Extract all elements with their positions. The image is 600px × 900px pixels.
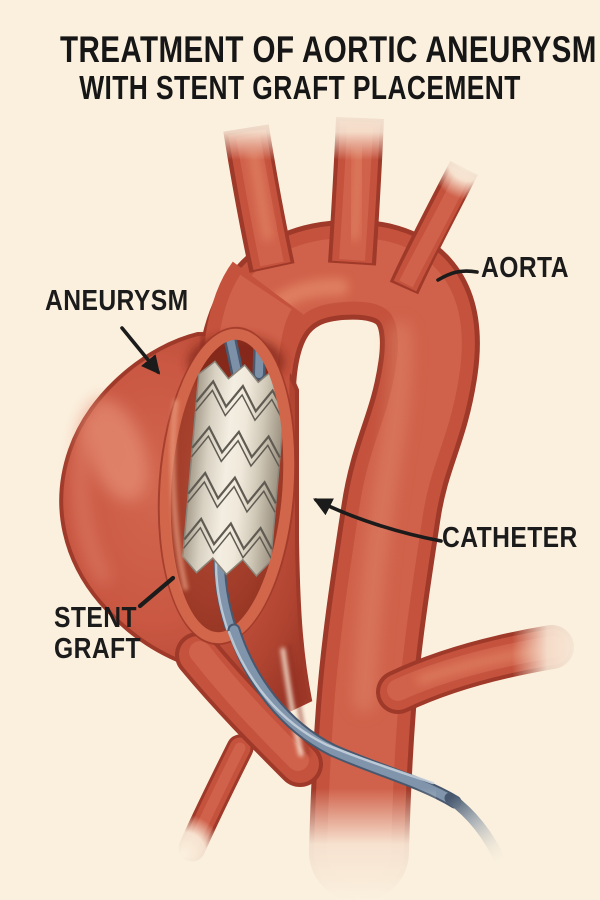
- aneurysm-highlight: [83, 398, 149, 502]
- aorta-label: AORTA: [481, 252, 569, 284]
- title-line-2: WITH STENT GRAFT PLACEMENT: [79, 69, 521, 106]
- catheter-fading-tip: [444, 792, 507, 868]
- window-rim: [159, 328, 295, 644]
- vessel-junction-sliver: [280, 647, 304, 757]
- catheter-label: CATHETER: [442, 522, 578, 554]
- aneurysm-tail: [175, 632, 323, 787]
- aneurysm-window: [157, 326, 297, 646]
- catheter-graphic: [227, 623, 507, 868]
- aortic-arch-and-descending-aorta: [195, 219, 480, 900]
- stent-wire-zigzags: [182, 379, 285, 560]
- vessel-junction-crease: [287, 644, 310, 756]
- title-line-1: TREATMENT OF AORTIC ANEURYSM: [60, 29, 597, 70]
- aneurysm-label: ANEURYSM: [45, 285, 189, 317]
- stent-graft-label: STENT GRAFT: [54, 603, 141, 665]
- vessel-fadeouts: [144, 98, 590, 900]
- stent-graft-label-line1: STENT: [54, 602, 137, 634]
- window-rim-outline: [157, 326, 297, 646]
- stent-graft-label-line2: GRAFT: [54, 633, 142, 665]
- stent-graft-leader-line: [137, 575, 176, 609]
- descending-aorta-highlight: [354, 322, 411, 712]
- catheter-arrow: [312, 498, 443, 543]
- aneurysm-arrow: [120, 326, 161, 375]
- label-leaders: [120, 269, 479, 609]
- stent-graft-graphic: [182, 360, 288, 578]
- window-rim-highlight: [170, 399, 189, 591]
- aorta-leader-line: [436, 269, 479, 282]
